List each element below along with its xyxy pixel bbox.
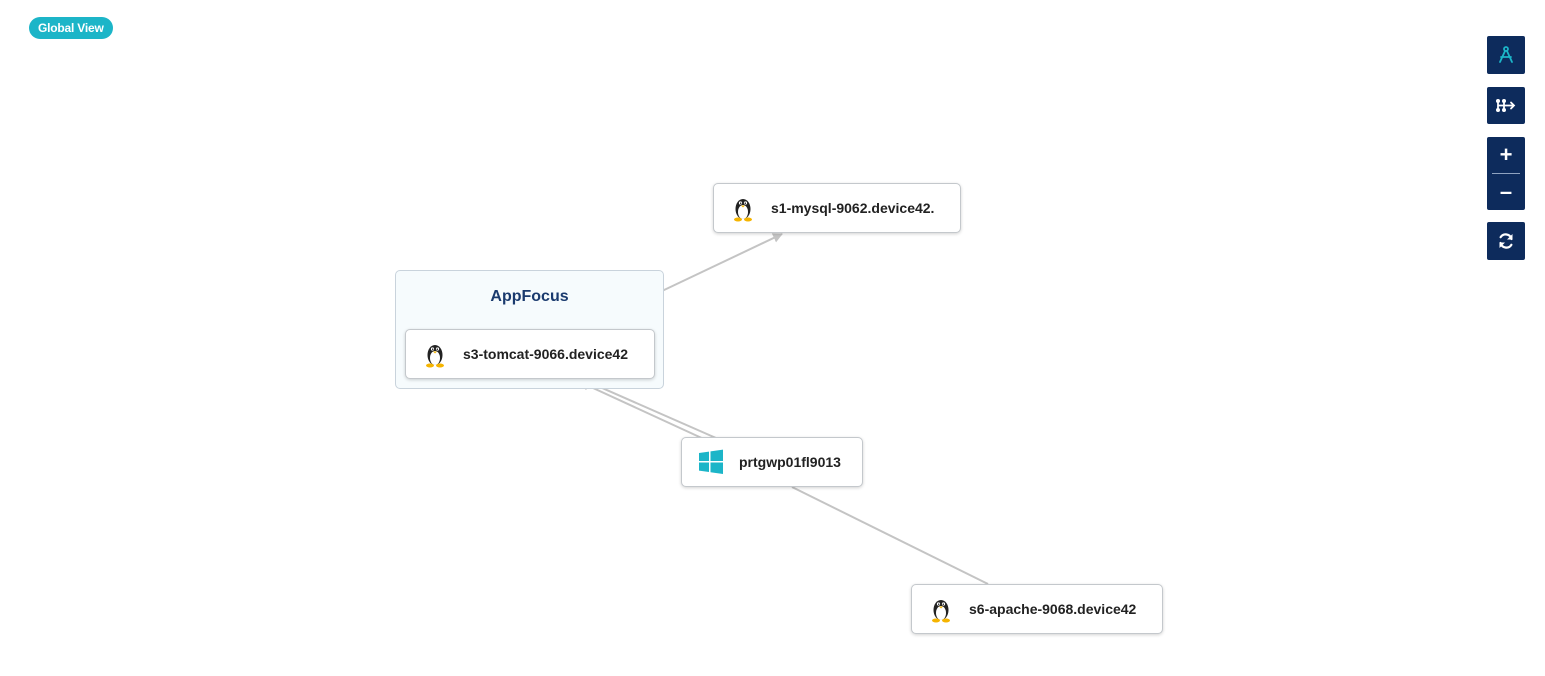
linux-icon (426, 345, 444, 368)
zoom-out-label: – (1499, 179, 1513, 204)
windows-icon (699, 449, 723, 474)
node-mysql[interactable]: s1-mysql-9062.device42. (713, 183, 961, 233)
node-tomcat[interactable]: s3-tomcat-9066.device42 (405, 329, 655, 379)
edge-windows-to-tomcat-a (583, 379, 717, 439)
node-label: s6-apache-9068.device42 (969, 601, 1137, 617)
hierarchy-icon (1496, 98, 1516, 112)
node-label: s1-mysql-9062.device42. (771, 200, 935, 216)
compass-icon (1499, 46, 1513, 63)
hierarchy-button[interactable] (1487, 87, 1525, 124)
linux-icon (734, 199, 752, 222)
zoom-out-button[interactable]: – (1487, 174, 1525, 210)
refresh-icon (1499, 233, 1513, 249)
zoom-divider (1492, 173, 1520, 174)
zoom-in-label: + (1499, 142, 1513, 167)
global-view-badge[interactable]: Global View (29, 17, 113, 39)
linux-icon (932, 600, 950, 623)
node-windows[interactable]: prtgwp01fl9013 (681, 437, 863, 487)
edge-windows-to-tomcat-b (579, 381, 707, 441)
node-label: prtgwp01fl9013 (739, 454, 841, 470)
edge-apache-to-windows (791, 486, 989, 585)
layout-button[interactable] (1487, 36, 1525, 74)
zoom-control: + – (1487, 137, 1525, 210)
group-title: AppFocus (490, 288, 569, 305)
zoom-in-button[interactable]: + (1487, 137, 1525, 173)
node-apache[interactable]: s6-apache-9068.device42 (911, 584, 1163, 634)
node-label: s3-tomcat-9066.device42 (463, 346, 628, 362)
refresh-button[interactable] (1487, 222, 1525, 260)
